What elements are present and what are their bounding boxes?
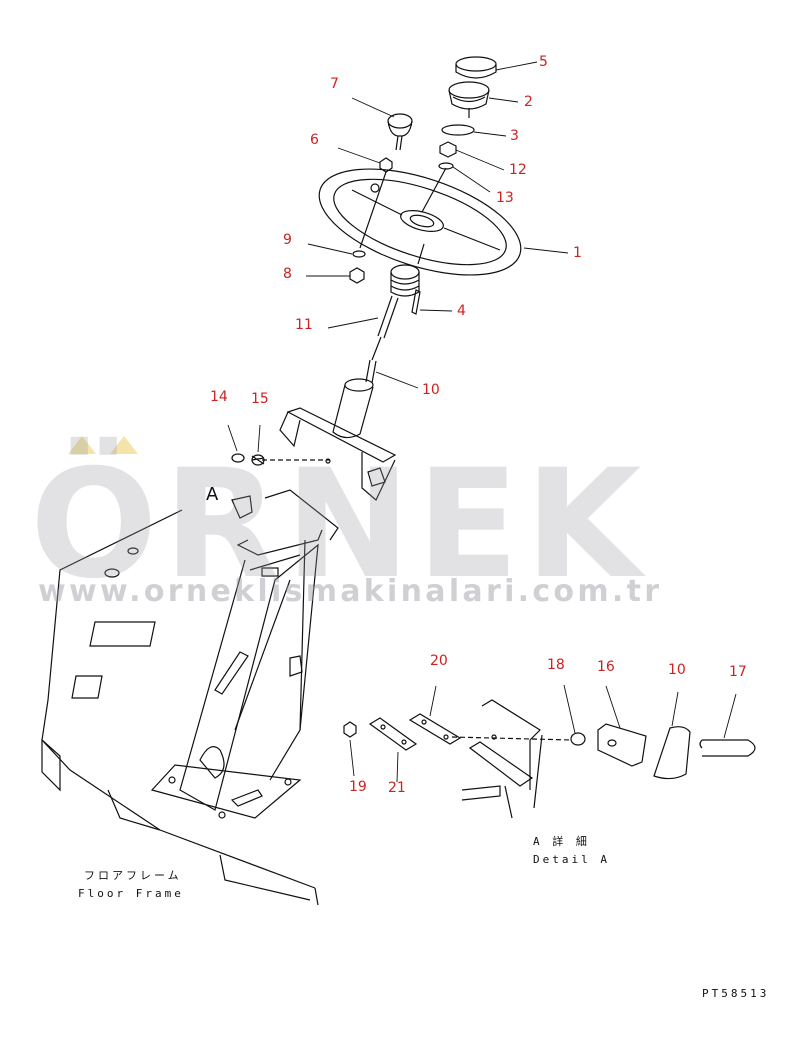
floor-frame-caption-jp: フロアフレーム: [84, 869, 182, 882]
drawing-code: PT58513: [702, 987, 770, 1000]
callout-1: 1: [573, 245, 582, 261]
nut-15: [251, 454, 265, 466]
callout-13: 13: [496, 190, 514, 206]
floor-frame: [41, 509, 319, 906]
column-wire: [371, 295, 399, 361]
callout-7: 7: [330, 76, 339, 92]
callout-12: 12: [509, 162, 527, 178]
callout-14: 14: [210, 389, 228, 405]
horn-button: [448, 81, 490, 118]
steering-column-shaft: [332, 359, 377, 439]
callout-6: 6: [310, 132, 319, 148]
detail-a-caption-en: Detail A: [533, 853, 610, 866]
nut-6: [379, 157, 393, 173]
spinner-knob: [387, 113, 413, 151]
callout-11: 11: [295, 317, 313, 333]
horn-cap: [455, 56, 497, 79]
steering-wheel: [318, 168, 522, 276]
steering-hub: [390, 243, 425, 297]
leader-lines: [227, 61, 737, 783]
callout-17: 17: [729, 664, 747, 680]
detail-a-caption-jp: A 詳 細: [533, 835, 590, 848]
washer-9: [352, 250, 366, 258]
callout-8: 8: [283, 266, 292, 282]
callout-10: 10: [422, 382, 440, 398]
callout-3: 3: [510, 128, 519, 144]
column-bracket: [262, 407, 397, 501]
view-marker-arrow: [231, 495, 253, 519]
nut-8: [349, 267, 365, 284]
callout-2: 2: [524, 94, 533, 110]
bolt-14: [231, 453, 245, 463]
watermark-word: ÖRNEK: [30, 438, 648, 612]
watermark-url: www.orneklismakinalari.com.tr: [38, 574, 663, 609]
nut-12: [439, 141, 457, 158]
callout-18: 18: [547, 657, 565, 673]
key-4: [411, 289, 421, 315]
callout-21: 21: [388, 780, 406, 796]
callout-16: 16: [597, 659, 615, 675]
callout-19: 19: [349, 779, 367, 795]
snap-ring: [441, 124, 475, 136]
column-base-plate: [150, 764, 302, 819]
view-marker-a: A: [206, 484, 219, 505]
column-housing: [179, 489, 339, 811]
detail-a-parts: [343, 699, 756, 819]
callout-20: 20: [430, 653, 448, 669]
callout-9: 9: [283, 232, 292, 248]
callout-5: 5: [539, 54, 548, 70]
callout-4: 4: [457, 303, 466, 319]
callout-15: 15: [251, 391, 269, 407]
callout-10-detail: 10: [668, 662, 686, 678]
floor-frame-caption-en: Floor Frame: [78, 887, 184, 900]
